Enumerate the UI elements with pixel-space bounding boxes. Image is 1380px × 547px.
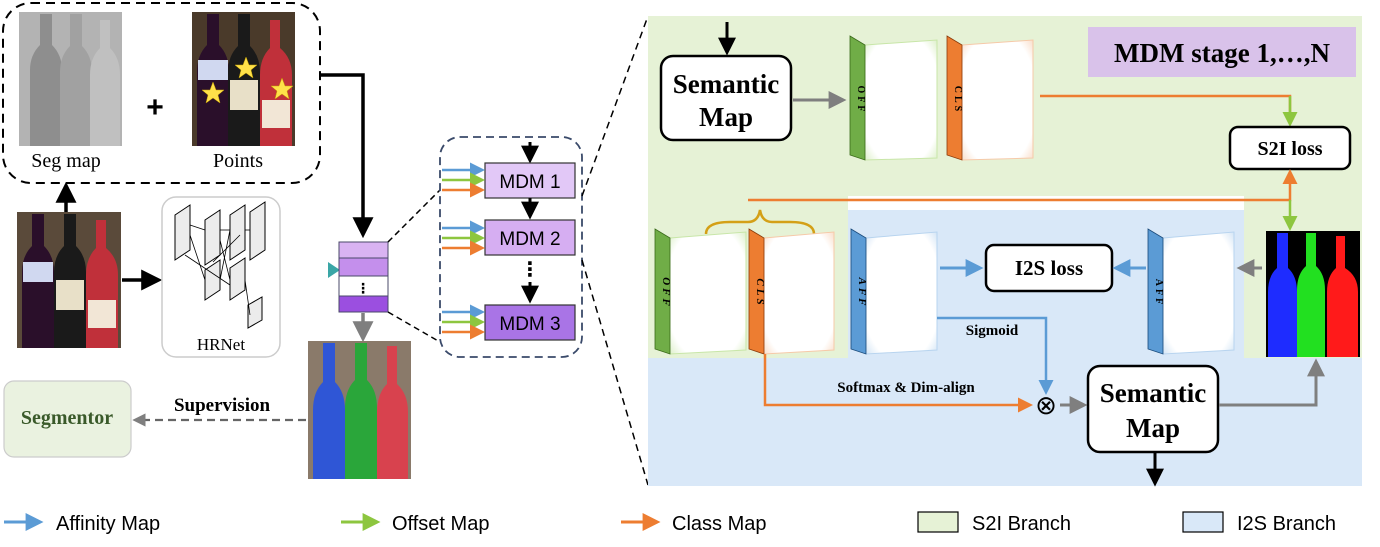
svg-text:S2I loss: S2I loss: [1257, 138, 1322, 160]
point-star-icon: [201, 81, 225, 104]
svg-text:Map: Map: [699, 102, 753, 132]
mdm-module-1: MDM 1: [484, 162, 576, 199]
svg-text:OFF: OFF: [660, 277, 672, 309]
mdm-cascade-frame: [439, 136, 583, 358]
prediction-image: [308, 341, 411, 479]
points-label: Points: [213, 150, 263, 172]
legend-class-label: Class Map: [672, 513, 766, 535]
zoom-line: [581, 15, 649, 197]
point-star-icon: [234, 56, 258, 79]
svg-text:MDM 3: MDM 3: [499, 314, 560, 335]
svg-text:CLS: CLS: [754, 278, 766, 307]
segmentor-box: [3, 380, 132, 458]
point-star-icon: [270, 77, 294, 100]
softmax-path: [763, 354, 1033, 413]
svg-text:CLS: CLS: [952, 86, 963, 114]
svg-text:MDM 2: MDM 2: [499, 229, 560, 250]
semantic-map-bottom: Semantic Map: [1086, 364, 1220, 454]
legend-s2i-swatch: [917, 511, 959, 533]
seg-map-label: Seg map: [31, 150, 100, 172]
zoom-line: [387, 189, 441, 243]
i2s-branch-region: [648, 358, 1362, 486]
off-hat-feature-map: OFF: [654, 228, 747, 355]
zoom-line: [581, 259, 649, 486]
svg-text:Semantic: Semantic: [1100, 378, 1207, 408]
semantic-to-output-arrow: [1219, 358, 1325, 407]
svg-text:Map: Map: [1126, 413, 1180, 443]
legend-i2s-label: I2S Branch: [1237, 513, 1336, 535]
mdm-ellipsis: ⋮: [520, 259, 540, 281]
s2i-loss-box: S2I loss: [1228, 125, 1352, 171]
svg-text:AFF: AFF: [1153, 279, 1164, 307]
output-segmentation-image: [1266, 231, 1360, 357]
cls-hat-feature-map: CLS: [748, 228, 835, 355]
svg-text:I2S loss: I2S loss: [1015, 256, 1083, 280]
mdm-stage-label: MDM stage 1,…,N: [1114, 38, 1330, 68]
feature-stack: ⋮: [338, 241, 389, 313]
feature-flow-arrowhead: [328, 262, 340, 278]
supervision-label: Supervision: [174, 395, 271, 416]
hrnet-block: HRNet: [161, 196, 281, 358]
sigmoid-label: Sigmoid: [966, 323, 1019, 339]
arrow-input-to-stack: [320, 73, 374, 239]
hrnet-label: HRNet: [197, 335, 245, 354]
mdm-module-3: MDM 3: [484, 304, 576, 341]
multiply-operator: ⊗: [1035, 390, 1057, 420]
plus-sign: +: [146, 91, 164, 124]
mdm-input-arrows: [442, 162, 485, 340]
legend: Affinity Map Offset Map Class Map S2I Br…: [4, 511, 1336, 535]
mdm-stage-badge: [1088, 27, 1356, 77]
svg-text:AFF: AFF: [856, 276, 868, 308]
legend-affinity-label: Affinity Map: [56, 513, 160, 535]
input-group-frame: [2, 2, 321, 184]
sigmoid-path: [937, 316, 1054, 395]
stack-dots: ⋮: [356, 280, 370, 296]
segmentor-label: Segmentor: [21, 407, 113, 429]
svg-text:OFF: OFF: [855, 86, 866, 115]
legend-offset-label: Offset Map: [392, 513, 489, 535]
grouping-brace: [704, 209, 816, 235]
legend-s2i-label: S2I Branch: [972, 513, 1071, 535]
i2s-loss-box: I2S loss: [984, 243, 1114, 293]
zoom-line: [387, 311, 441, 343]
input-image: [17, 212, 121, 348]
svg-text:Semantic: Semantic: [673, 69, 780, 99]
aff-feature-map: AFF: [1147, 228, 1235, 355]
cls-feature-map: CLS: [946, 35, 1034, 161]
off-feature-map: OFF: [849, 35, 938, 161]
aff-hat-feature-map: AFF: [850, 228, 938, 355]
legend-i2s-swatch: [1182, 511, 1224, 533]
softmax-label: Softmax & Dim-align: [837, 380, 975, 396]
semantic-map-top: Semantic Map: [659, 54, 793, 142]
svg-text:MDM 1: MDM 1: [499, 172, 560, 193]
seg-map-image: [19, 12, 122, 146]
mdm-module-2: MDM 2: [484, 219, 576, 256]
points-image: [192, 12, 295, 146]
